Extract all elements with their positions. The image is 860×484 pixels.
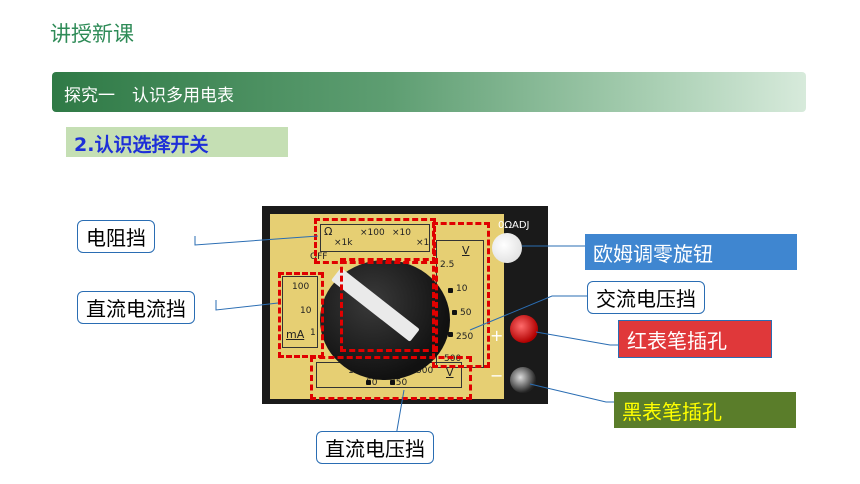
acv-value-250: 250	[456, 332, 474, 342]
topic-banner: 探究一 认识多用电表	[52, 72, 806, 112]
callout-resistance: 电阻挡	[77, 220, 155, 253]
callout-black-jack: 黑表笔插孔	[614, 392, 796, 428]
acv-value-500: 500	[444, 354, 462, 364]
page-title: 讲授新课	[50, 22, 134, 46]
ma-scale-box	[282, 276, 318, 348]
ohm-range-1k: ×1k	[334, 238, 353, 248]
black-probe-jack[interactable]	[510, 367, 536, 393]
dial-tick	[390, 380, 395, 385]
acv-value-2-5: 2.5	[440, 260, 455, 270]
ma-value-10: 10	[300, 306, 312, 316]
dial-tick	[366, 380, 371, 385]
red-probe-jack[interactable]	[510, 315, 538, 343]
dial-tick	[448, 332, 453, 337]
ohm-range-100: ×100	[360, 228, 385, 238]
ma-value-1: 1	[310, 328, 316, 338]
acv-value-10: 10	[456, 284, 468, 294]
section-heading: 2.认识选择开关	[66, 127, 288, 157]
meter-face: Ω ×1k ×100 ×10 ×1 OFF 100 10 mA 1 V 2.5 …	[270, 214, 504, 400]
acv-value-50: 50	[460, 308, 472, 318]
callout-ohm-adjust: 欧姆调零旋钮	[585, 234, 797, 270]
multimeter-image: Ω ×1k ×100 ×10 ×1 OFF 100 10 mA 1 V 2.5 …	[262, 206, 548, 404]
ohm-adjust-knob[interactable]	[492, 233, 522, 263]
ohm-adjust-label: 0ΩADJ	[498, 220, 530, 231]
acv-unit: V	[462, 244, 470, 257]
dcv-unit: V	[446, 366, 454, 379]
dial-tick	[448, 288, 453, 293]
highlight-selector	[340, 258, 438, 352]
off-label: OFF	[310, 252, 328, 262]
callout-red-jack: 红表笔插孔	[618, 320, 772, 358]
ma-value-100: 100	[292, 282, 310, 292]
callout-dc-voltage: 直流电压挡	[316, 431, 434, 464]
callout-dc-current: 直流电流挡	[77, 291, 195, 324]
highlight-dc-current	[278, 272, 324, 358]
highlight-dc-voltage	[310, 356, 472, 400]
dial-tick	[452, 310, 457, 315]
topic-banner-label: 探究一 认识多用电表	[64, 86, 234, 106]
ohm-range-10: ×10	[392, 228, 411, 238]
ohm-symbol: Ω	[324, 225, 333, 238]
ma-unit: mA	[286, 328, 305, 341]
callout-ac-voltage: 交流电压挡	[587, 281, 705, 314]
highlight-ac-voltage	[432, 222, 490, 368]
ohm-scale-box	[320, 224, 430, 252]
section-heading-label: 2.认识选择开关	[74, 134, 209, 156]
minus-sign: −	[490, 366, 504, 385]
dcv-value-50: 50	[366, 378, 378, 388]
dcv-value-250: 250	[390, 378, 408, 388]
ohm-range-1: ×1	[416, 238, 430, 248]
plus-sign: +	[490, 326, 504, 345]
dcv-value-500: 500	[416, 366, 434, 376]
